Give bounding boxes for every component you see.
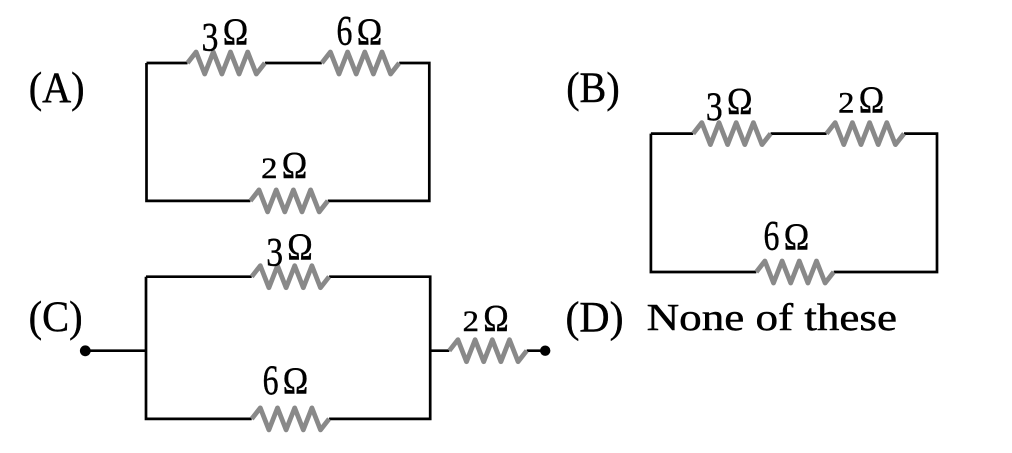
svg-text:(A): (A) <box>29 64 85 112</box>
svg-text:None of these: None of these <box>647 297 897 339</box>
svg-text:Ω: Ω <box>727 81 753 123</box>
svg-text:6: 6 <box>764 213 780 260</box>
svg-text:3: 3 <box>202 14 219 59</box>
svg-text:2: 2 <box>838 88 854 120</box>
svg-text:Ω: Ω <box>483 298 509 340</box>
svg-text:Ω: Ω <box>357 11 383 53</box>
svg-text:(D): (D) <box>566 293 624 341</box>
svg-text:2: 2 <box>463 306 479 338</box>
svg-text:3: 3 <box>706 84 723 129</box>
svg-text:6: 6 <box>263 357 279 404</box>
svg-text:Ω: Ω <box>287 227 313 269</box>
svg-text:Ω: Ω <box>223 11 249 53</box>
svg-text:(C): (C) <box>29 293 83 341</box>
svg-text:Ω: Ω <box>282 145 308 187</box>
svg-text:(B): (B) <box>566 64 620 112</box>
svg-text:6: 6 <box>337 8 353 55</box>
svg-text:2: 2 <box>261 153 277 185</box>
svg-text:Ω: Ω <box>283 361 309 403</box>
svg-text:3: 3 <box>266 230 283 275</box>
svg-text:Ω: Ω <box>784 216 810 258</box>
svg-text:Ω: Ω <box>859 80 885 122</box>
